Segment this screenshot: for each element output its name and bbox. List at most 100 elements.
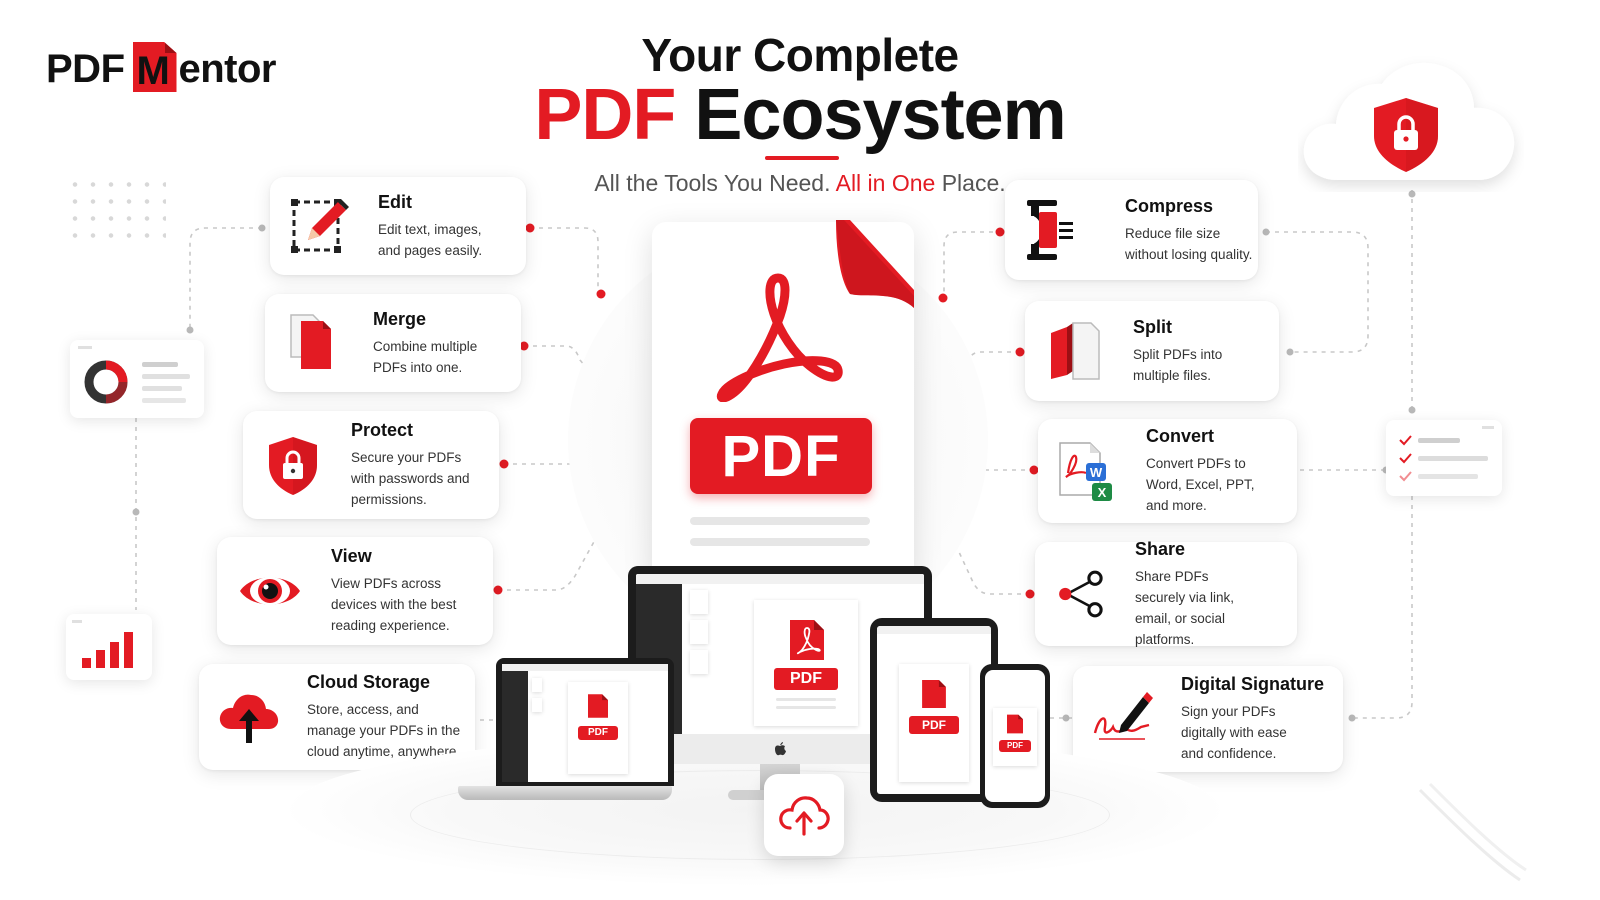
laptop-keyboard-base — [458, 786, 672, 800]
thumbnail-page — [690, 650, 708, 674]
cloud-upload-icon — [219, 694, 279, 743]
card-title: Edit — [378, 191, 412, 212]
logo-m: M — [136, 49, 170, 93]
doc-line — [776, 706, 836, 709]
card-description: Edit text, images, and pages easily. — [378, 221, 483, 258]
apple-logo-icon — [775, 742, 786, 756]
tagline-end: Place. — [941, 170, 1006, 196]
feature-card-convert[interactable]: W X Convert Convert PDFs to Word, Excel,… — [1038, 419, 1297, 523]
pdf-label: PDF — [909, 716, 959, 734]
page-fold-corner — [836, 220, 914, 308]
tagline-red: All in One — [835, 170, 936, 196]
card-description: Store, access, and manage your PDFs in t… — [307, 702, 461, 759]
card-title: Protect — [351, 420, 414, 440]
feature-card-edit[interactable]: Edit Edit text, images, and pages easily… — [270, 177, 526, 275]
laptop: PDF — [496, 658, 674, 786]
doc-line — [690, 538, 870, 546]
shield-lock-icon — [269, 437, 317, 495]
pdf-file-icon — [790, 620, 824, 660]
feature-card-split[interactable]: Split Split PDFs into multiple files. — [1025, 301, 1279, 401]
document-page: PDF — [993, 708, 1037, 766]
pdf-label: PDF — [578, 726, 618, 740]
cloud-security-graphic — [1298, 52, 1524, 192]
card-description: Share PDFs securely via link, email, or … — [1135, 568, 1235, 647]
feature-card-view[interactable]: View View PDFs across devices with the b… — [217, 537, 493, 645]
feature-card-digital-signature[interactable]: Digital Signature Sign your PDFs digital… — [1073, 666, 1343, 772]
card-description: Sign your PDFs digitally with ease and c… — [1181, 704, 1287, 761]
feature-card-cloud-storage[interactable]: Cloud Storage Store, access, and manage … — [199, 664, 475, 770]
document-page: PDF — [754, 600, 858, 726]
smartphone: PDF — [980, 664, 1050, 808]
card-description: View PDFs across devices with the best r… — [331, 576, 457, 633]
card-description: Combine multiple PDFs into one. — [373, 338, 478, 375]
app-topbar — [636, 574, 924, 584]
app-sidebar — [502, 671, 528, 782]
bar-chart-widget — [66, 614, 152, 680]
feature-card-share[interactable]: Share Share PDFs securely via link, emai… — [1035, 538, 1297, 647]
cloud-upload-tile[interactable] — [764, 774, 844, 856]
share-icon — [1059, 570, 1103, 618]
pdf-file-icon — [1007, 714, 1023, 734]
tagline: All the Tools You Need. All in One Place… — [0, 170, 1600, 197]
donut-chart-icon — [78, 346, 190, 404]
cloud-upload-icon — [779, 796, 830, 836]
pdf-label: PDF — [999, 740, 1031, 752]
tablet: PDF — [870, 618, 998, 802]
pdf-file-icon — [588, 694, 608, 718]
pdf-file-icon — [922, 680, 946, 708]
card-description: Secure your PDFs with passwords and perm… — [351, 450, 470, 507]
donut-chart-widget — [70, 340, 204, 418]
pdf-label: PDF — [774, 668, 838, 690]
title-dark-word: Ecosystem — [694, 75, 1066, 155]
pdf-mentor-logo: PDF M entor — [46, 32, 276, 92]
doc-line — [776, 698, 836, 701]
app-topbar — [877, 626, 991, 634]
merge-icon — [290, 314, 331, 369]
feature-card-compress[interactable]: Compress Reduce file size without losing… — [1005, 180, 1258, 280]
pdf-badge: PDF — [690, 418, 872, 494]
tagline-start: All the Tools You Need. — [594, 170, 831, 196]
card-description: Reduce file size without losing quality. — [1125, 225, 1253, 262]
card-description: Convert PDFs to Word, Excel, PPT, and mo… — [1146, 456, 1255, 513]
logo-prefix: PDF — [46, 47, 125, 91]
card-title: Split — [1133, 316, 1172, 337]
title-underline — [765, 156, 839, 160]
title-red-word: PDF — [534, 75, 676, 155]
document-page: PDF — [899, 664, 969, 782]
thumbnail-page — [532, 678, 542, 692]
edit-icon — [291, 199, 349, 253]
title-line-1: Your Complete — [641, 29, 959, 81]
logo-m-mark: M — [132, 42, 177, 93]
excel-letter: X — [1098, 485, 1107, 500]
feature-card-protect[interactable]: Protect Secure your PDFs with passwords … — [243, 411, 499, 519]
thumbnail-page — [690, 590, 708, 614]
title-line-2: PDF Ecosystem — [0, 74, 1600, 156]
eye-icon — [240, 577, 300, 605]
card-title: Cloud Storage — [307, 672, 431, 692]
paperclip-decoration-icon — [1418, 782, 1527, 882]
convert-icon: W X — [1059, 442, 1112, 501]
checklist-icon — [1399, 426, 1494, 482]
cloud-shield-icon — [1303, 62, 1515, 180]
app-topbar — [502, 664, 668, 671]
word-letter: W — [1090, 465, 1103, 480]
card-description: Split PDFs into multiple files. — [1133, 346, 1223, 383]
acrobat-logo-icon — [716, 273, 843, 402]
decorative-dot-grid — [66, 176, 166, 246]
card-title: Digital Signature — [1181, 674, 1325, 694]
phone-screen: PDF — [985, 670, 1045, 802]
compress-icon — [1027, 200, 1073, 260]
signature-icon — [1093, 692, 1153, 740]
card-title: View — [331, 546, 372, 566]
laptop-screen: PDF — [502, 664, 668, 782]
thumbnail-page — [690, 620, 708, 644]
tablet-screen: PDF — [877, 626, 991, 794]
card-title: Convert — [1146, 426, 1215, 446]
logo-rest: entor — [178, 47, 277, 91]
bar-chart-icon — [72, 620, 133, 668]
document-page: PDF — [568, 682, 628, 774]
feature-card-merge[interactable]: Merge Combine multiple PDFs into one. — [265, 294, 521, 392]
card-title: Merge — [373, 308, 427, 329]
card-title: Share — [1135, 538, 1186, 559]
